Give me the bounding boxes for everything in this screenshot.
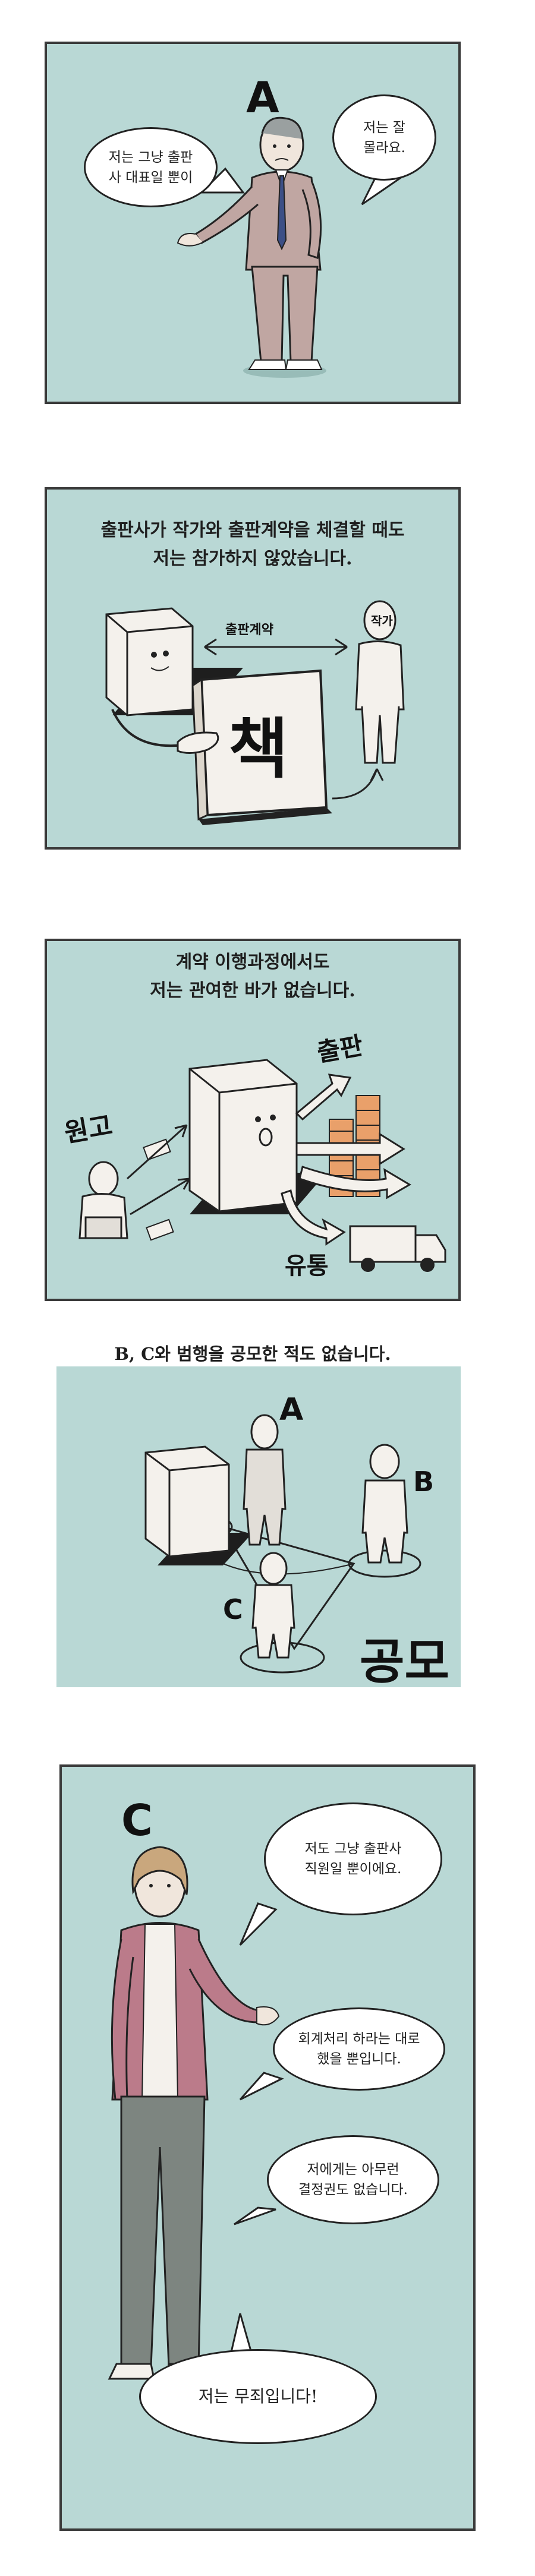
panel-3-caption: 계약 이행과정에서도 저는 관여한 바가 없습니다. [150, 952, 355, 1001]
distribution-label: 유통 [285, 1252, 329, 1280]
truck [349, 1225, 446, 1272]
label-a: A [279, 1392, 303, 1428]
panel-3: 계약 이행과정에서도 저는 관여한 바가 없습니다. [45, 939, 461, 1301]
panel-2-caption: 출판사가 작가와 출판계약을 체결할 때도 저는 참가하지 않았습니다. [100, 520, 405, 569]
book-to-author-arrow [332, 768, 378, 800]
publish-label: 출판 [315, 1031, 366, 1068]
panel-4-caption: B, C와 범행을 공모한 적도 없습니다. [114, 1344, 391, 1364]
book-label: 책 [228, 711, 288, 787]
contract-label: 출판계약 [225, 623, 273, 637]
label-c: C [223, 1593, 243, 1625]
author-label: 작가 [371, 614, 393, 628]
panel-1-label-a: A [246, 72, 279, 122]
book [191, 669, 332, 825]
panel-5-label-c: C [121, 1795, 153, 1845]
panel-4: B, C와 범행을 공모한 적도 없습니다. A B [45, 1343, 461, 1705]
writer-figure [78, 1161, 128, 1239]
figure-b [361, 1444, 408, 1564]
label-b: B [413, 1466, 434, 1498]
panel-2-art: 출판계약 작가 책 [105, 600, 405, 825]
panel-1-art: A [177, 72, 413, 378]
panel-4-art: A B C 공모 [144, 1392, 449, 1690]
figure-c [251, 1552, 295, 1659]
figure-a [243, 1414, 287, 1546]
man-a-figure [177, 116, 326, 378]
conspiracy-label: 공모 [360, 1634, 449, 1690]
panel-3-art: 원고 출판 유통 [62, 1031, 446, 1280]
panel-5-bubble-4: 저는 무죄입니다! [139, 2349, 377, 2444]
panel-5-art: C [108, 1795, 284, 2380]
publisher-box [105, 607, 194, 716]
author-figure [355, 600, 405, 764]
manuscript-label: 원고 [62, 1110, 115, 1148]
panel-2: 출판사가 작가와 출판계약을 체결할 때도 저는 참가하지 않았습니다. [45, 487, 461, 850]
figure-c-woman [108, 1846, 280, 2380]
publisher-box [188, 1059, 298, 1213]
